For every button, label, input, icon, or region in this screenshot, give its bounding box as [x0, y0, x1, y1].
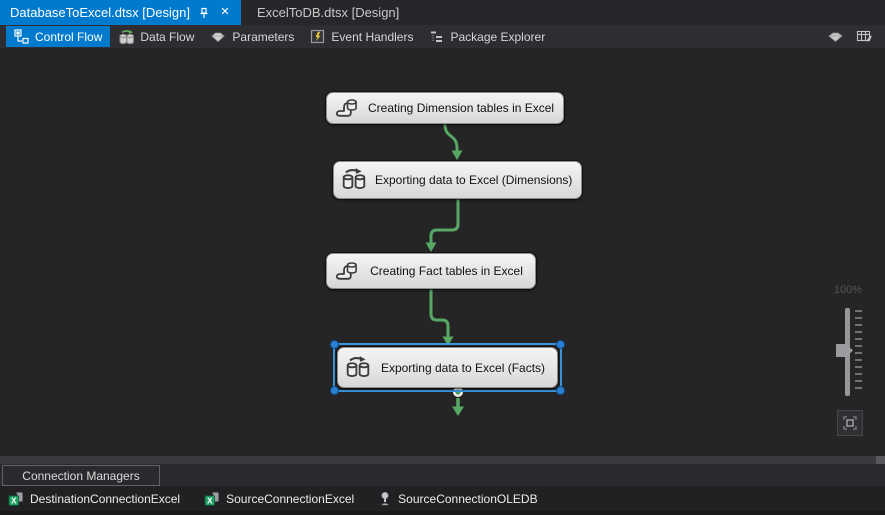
- selection-rect: [331, 341, 564, 394]
- control-flow-icon: [14, 29, 29, 44]
- fit-to-window-button[interactable]: [837, 410, 863, 436]
- connection-managers-tray: X DestinationConnectionExcel X SourceCon…: [0, 486, 885, 511]
- document-tab-bar: DatabaseToExcel.dtsx [Design] ✕ ExcelToD…: [0, 0, 885, 25]
- parameters-icon: [210, 30, 226, 44]
- constraint-arrow-3[interactable]: [429, 288, 454, 346]
- parameters-gem-icon[interactable]: [827, 30, 844, 44]
- close-icon[interactable]: ✕: [220, 6, 230, 18]
- tab-label: DatabaseToExcel.dtsx [Design]: [10, 5, 190, 20]
- precedence-constraints: [425, 123, 464, 416]
- constraint-arrow-1[interactable]: [443, 123, 463, 160]
- pin-icon[interactable]: [197, 6, 211, 20]
- data-flow-task-icon: [341, 167, 367, 193]
- event-handlers-icon: [310, 29, 325, 44]
- tab-package-explorer[interactable]: Package Explorer: [421, 26, 553, 47]
- variables-grid-icon[interactable]: [856, 29, 873, 44]
- zoom-slider-thumb[interactable]: [836, 344, 853, 357]
- task-label: Creating Dimension tables in Excel: [368, 101, 555, 115]
- tab-label: ExcelToDB.dtsx [Design]: [256, 5, 400, 20]
- zoom-level-label: 100%: [833, 284, 863, 296]
- toolbar-right-icons: [827, 29, 879, 44]
- execute-sql-task-icon: [334, 258, 360, 284]
- selection-handle[interactable]: [557, 387, 564, 394]
- task-label: Exporting data to Excel (Dimensions): [375, 173, 573, 187]
- task-node-exporting-facts[interactable]: Exporting data to Excel (Facts): [337, 347, 558, 388]
- connection-label: SourceConnectionExcel: [226, 491, 355, 506]
- horizontal-splitter[interactable]: [0, 456, 885, 464]
- task-node-creating-dimension-tables[interactable]: Creating Dimension tables in Excel: [326, 92, 564, 124]
- selection-handle[interactable]: [331, 341, 338, 348]
- control-flow-canvas[interactable]: Creating Dimension tables in Excel Expor…: [0, 48, 885, 456]
- tab-excel-to-db[interactable]: ExcelToDB.dtsx [Design]: [241, 0, 415, 25]
- task-node-creating-fact-tables[interactable]: Creating Fact tables in Excel: [326, 253, 536, 289]
- svg-text:X: X: [11, 496, 17, 505]
- tab-data-flow[interactable]: Data Flow: [110, 26, 202, 47]
- svg-text:X: X: [207, 496, 213, 505]
- fit-to-window-icon: [843, 416, 857, 430]
- execute-sql-task-icon: [334, 95, 360, 121]
- connection-label: DestinationConnectionExcel: [30, 491, 181, 506]
- connection-source-excel[interactable]: X SourceConnectionExcel: [204, 491, 354, 507]
- task-label: Creating Fact tables in Excel: [370, 264, 523, 278]
- connection-destination-excel[interactable]: X DestinationConnectionExcel: [8, 491, 180, 507]
- selection-handle[interactable]: [331, 387, 338, 394]
- connection-label: SourceConnectionOLEDB: [398, 491, 538, 506]
- zoom-slider-ticks: [855, 310, 862, 394]
- connection-managers-tab[interactable]: Connection Managers: [2, 465, 160, 486]
- package-explorer-icon: [429, 29, 444, 44]
- data-flow-task-icon: [345, 355, 371, 381]
- bottom-strip: [0, 511, 885, 515]
- data-flow-icon: [118, 29, 135, 45]
- designer-toolbar: Control Flow Data Flow Parameters: [0, 25, 885, 48]
- selection-handle[interactable]: [557, 341, 564, 348]
- connection-managers-tabrow: Connection Managers: [0, 464, 885, 486]
- tab-database-to-excel[interactable]: DatabaseToExcel.dtsx [Design] ✕: [0, 0, 241, 25]
- tab-control-flow[interactable]: Control Flow: [6, 26, 111, 47]
- zoom-control: 100%: [824, 284, 876, 440]
- excel-connection-icon: X: [8, 491, 24, 507]
- tab-event-handlers[interactable]: Event Handlers: [302, 26, 421, 47]
- task-label: Exporting data to Excel (Facts): [380, 360, 546, 375]
- task-node-exporting-dimensions[interactable]: Exporting data to Excel (Dimensions): [333, 161, 582, 199]
- oledb-connection-icon: [378, 491, 392, 507]
- constraint-arrow-2[interactable]: [425, 198, 460, 252]
- connection-source-oledb[interactable]: SourceConnectionOLEDB: [378, 491, 538, 507]
- tab-parameters[interactable]: Parameters: [202, 26, 302, 47]
- splitter-end-cap: [876, 456, 885, 464]
- excel-connection-icon: X: [204, 491, 220, 507]
